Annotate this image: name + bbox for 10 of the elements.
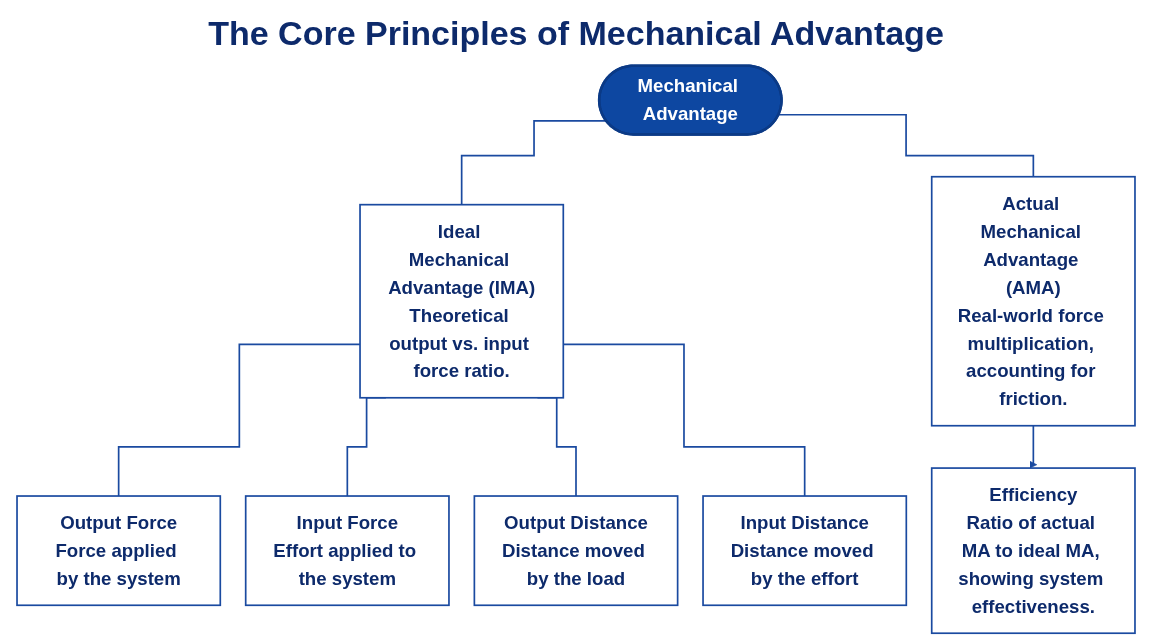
node-box: Input Force Effort applied to the system [244,495,450,607]
node-box: Input Distance Distance moved by the effort [702,495,908,607]
arrow [1029,424,1038,469]
node-box: Output Distance Distance moved by the load [473,495,679,607]
node-box: Actual Mechanical Advantage (AMA) Real-world force multiplication, accounting for friction. [930,175,1136,427]
node-box: Efficiency Ratio of actual MA to ideal MA, showing system effectiveness. [930,467,1136,635]
node-box: Ideal Mechanical Advantage (IMA) Theoretical output vs. input force ratio. [359,203,565,399]
node-box: Output Force Force applied by the system [16,495,222,607]
diagram-title: The Core Principles of Mechanical Advantage [208,14,944,53]
connector [117,343,361,497]
